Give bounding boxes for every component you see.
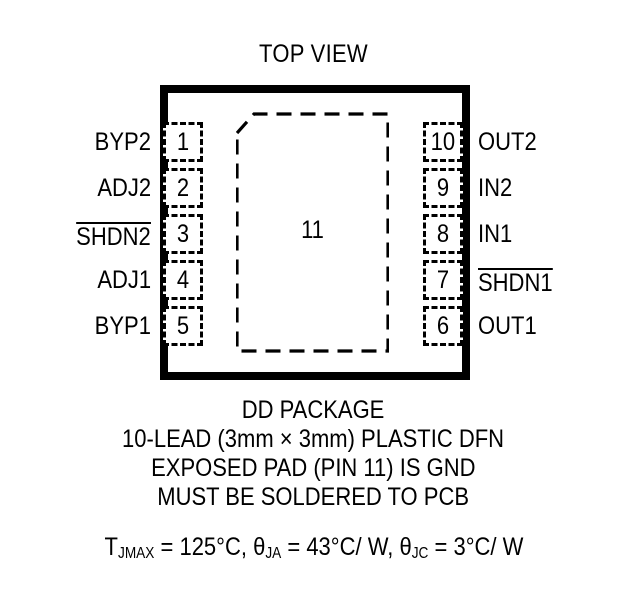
tjmax-value: = 125°C, — [153, 533, 253, 561]
caption-text-0: DD PACKAGE — [242, 396, 385, 424]
pin-box-3[interactable]: 3 — [163, 214, 203, 254]
exposed-pad-number: 11 — [301, 216, 324, 244]
pin-label-adj1-text: ADJ1 — [97, 266, 151, 294]
pin-number-4: 4 — [176, 266, 190, 294]
pin-box-7[interactable]: 7 — [423, 260, 463, 300]
page-title: TOP VIEW — [259, 40, 368, 68]
pin-label-in2-text: IN2 — [478, 174, 513, 202]
pin-label-out1: OUT1 — [478, 314, 545, 339]
thermal-spec-text: TJMAX = 125°C, θJA = 43°C/ W, θJC = 3°C/… — [104, 533, 523, 568]
pin-number-9: 9 — [436, 174, 450, 202]
pin-box-2[interactable]: 2 — [163, 168, 203, 208]
pin-number-2: 2 — [176, 174, 190, 202]
caption-line-solder-note: MUST BE SOLDERED TO PCB — [0, 483, 627, 512]
thermal-spec-line: TJMAX = 125°C, θJA = 43°C/ W, θJC = 3°C/… — [0, 533, 627, 568]
pin-number-8: 8 — [436, 220, 450, 248]
theta-jc-symbol: θ — [399, 533, 412, 561]
pin-label-byp1: BYP1 — [87, 314, 151, 339]
caption-line-package-name: DD PACKAGE — [0, 396, 627, 425]
caption-text-2: EXPOSED PAD (PIN 11) IS GND — [151, 454, 476, 482]
pin-number-7: 7 — [436, 266, 450, 294]
exposed-pad-outline — [236, 111, 389, 353]
theta-ja-value: = 43°C/ W, — [280, 533, 400, 561]
pin-label-in2: IN2 — [478, 176, 517, 201]
pin-box-1[interactable]: 1 — [163, 122, 203, 162]
tjmax-subscript: JMAX — [117, 544, 154, 562]
pin-label-out2: OUT2 — [478, 130, 545, 155]
pin-label-in1: IN1 — [478, 222, 517, 247]
pin-box-4[interactable]: 4 — [163, 260, 203, 300]
caption-text-1: 10-LEAD (3mm × 3mm) PLASTIC DFN — [122, 425, 505, 453]
pin-label-adj2-text: ADJ2 — [97, 174, 151, 202]
pin-label-byp2-text: BYP2 — [94, 128, 151, 156]
pin-label-in1-text: IN1 — [478, 220, 513, 248]
pin-label-adj2: ADJ2 — [90, 176, 151, 201]
tjmax-symbol: T — [104, 533, 118, 561]
pin-label-byp1-text: BYP1 — [94, 312, 151, 340]
theta-ja-subscript: JA — [264, 544, 281, 562]
pin-label-out1-text: OUT1 — [478, 312, 537, 340]
pin-box-10[interactable]: 10 — [423, 122, 463, 162]
pin-label-shdn2: SHDN2 — [66, 222, 151, 250]
pin-number-6: 6 — [436, 312, 450, 340]
package-caption: DD PACKAGE 10-LEAD (3mm × 3mm) PLASTIC D… — [0, 396, 627, 512]
pin-box-9[interactable]: 9 — [423, 168, 463, 208]
pin-label-adj1: ADJ1 — [90, 268, 151, 293]
caption-text-3: MUST BE SOLDERED TO PCB — [157, 483, 470, 511]
pin-number-10: 10 — [430, 128, 456, 156]
caption-line-lead-count: 10-LEAD (3mm × 3mm) PLASTIC DFN — [0, 425, 627, 454]
pin-box-8[interactable]: 8 — [423, 214, 463, 254]
pin-label-out2-text: OUT2 — [478, 128, 537, 156]
pin-number-5: 5 — [176, 312, 190, 340]
pin-label-shdn1-text: SHDN1 — [478, 268, 553, 297]
pin-label-shdn2-text: SHDN2 — [76, 222, 151, 251]
pin-box-5[interactable]: 5 — [163, 306, 203, 346]
pin-box-6[interactable]: 6 — [423, 306, 463, 346]
theta-jc-value: = 3°C/ W — [427, 533, 523, 561]
pin-number-3: 3 — [176, 220, 190, 248]
theta-jc-subscript: JC — [411, 544, 428, 562]
pin-label-byp2: BYP2 — [87, 130, 151, 155]
caption-line-exposed-pad: EXPOSED PAD (PIN 11) IS GND — [0, 454, 627, 483]
pin-number-1: 1 — [176, 128, 190, 156]
pin-label-shdn1: SHDN1 — [478, 268, 563, 296]
theta-ja-symbol: θ — [252, 533, 265, 561]
